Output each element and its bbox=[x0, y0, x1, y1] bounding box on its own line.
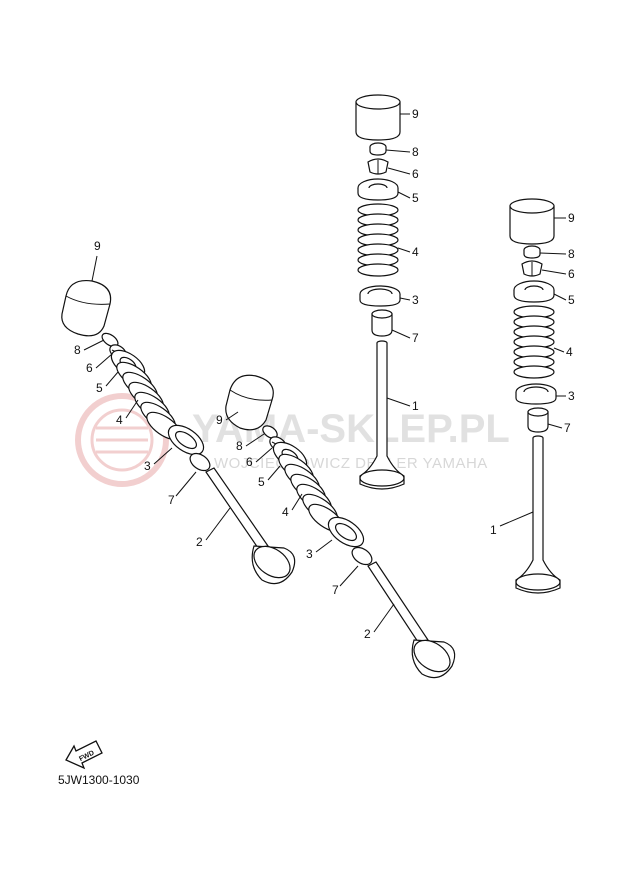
callout-number: 3 bbox=[412, 293, 419, 307]
callout-number: 8 bbox=[74, 343, 81, 357]
valve-stem-seal bbox=[351, 546, 373, 566]
valve-spring-retainer bbox=[513, 280, 555, 303]
valve-spring bbox=[116, 361, 182, 441]
callout-number: 7 bbox=[332, 583, 339, 597]
valve-spring bbox=[513, 305, 555, 379]
callout-number: 5 bbox=[96, 381, 103, 395]
callout-number: 9 bbox=[216, 413, 223, 427]
valve-cotter bbox=[521, 260, 543, 277]
valve-lifter bbox=[225, 374, 274, 431]
valve-shim bbox=[523, 245, 541, 259]
valve-spring-seat bbox=[167, 424, 205, 456]
valve-spring-seat bbox=[327, 516, 365, 548]
callout-number: 7 bbox=[168, 493, 175, 507]
valve-spring-seat bbox=[515, 383, 557, 405]
exhaust-valve bbox=[515, 435, 561, 594]
valve-lifter bbox=[61, 279, 112, 337]
assembly-intake-middle: 9 8 6 5 4 3 7 2 bbox=[216, 374, 456, 679]
watermark-subtitle: WOJCIECHOWICZ DEALER YAMAHA bbox=[214, 455, 488, 472]
callout-number: 6 bbox=[568, 267, 575, 281]
valve-lifter bbox=[355, 94, 401, 141]
callout-number: 4 bbox=[566, 345, 573, 359]
valve-spring-seat bbox=[359, 285, 401, 307]
callout-number: 6 bbox=[86, 361, 93, 375]
callout-number: 5 bbox=[258, 475, 265, 489]
assembly-exhaust-top: 9 8 6 5 4 3 7 1 bbox=[355, 94, 419, 490]
exhaust-valve bbox=[359, 340, 405, 490]
callout-number: 4 bbox=[282, 505, 289, 519]
callout-number: 2 bbox=[196, 535, 203, 549]
callout-number: 1 bbox=[490, 523, 497, 537]
callout-number: 8 bbox=[236, 439, 243, 453]
callout-number: 1 bbox=[412, 399, 419, 413]
watermark-logo bbox=[75, 393, 169, 487]
callout-number: 9 bbox=[94, 239, 101, 253]
callout-number: 5 bbox=[412, 191, 419, 205]
fwd-arrow-icon: FWD bbox=[65, 740, 103, 770]
callout-number: 7 bbox=[412, 331, 419, 345]
callout-number: 8 bbox=[412, 145, 419, 159]
callout-number: 2 bbox=[364, 627, 371, 641]
callout-number: 3 bbox=[306, 547, 313, 561]
callout-number: 9 bbox=[412, 107, 419, 121]
callout-number: 7 bbox=[564, 421, 571, 435]
intake-valve bbox=[367, 561, 456, 679]
valve-lifter bbox=[509, 198, 555, 245]
callout-number: 5 bbox=[568, 293, 575, 307]
callout-number: 8 bbox=[568, 247, 575, 261]
callout-number: 4 bbox=[412, 245, 419, 259]
assembly-exhaust-right: 9 8 6 5 4 3 7 1 bbox=[490, 198, 575, 594]
callout-number: 4 bbox=[116, 413, 123, 427]
callout-number: 3 bbox=[568, 389, 575, 403]
diagram-code: 5JW1300-1030 bbox=[58, 773, 140, 787]
callout-number: 3 bbox=[144, 459, 151, 473]
callout-number: 6 bbox=[246, 455, 253, 469]
callout-number: 6 bbox=[412, 167, 419, 181]
callout-number: 9 bbox=[568, 211, 575, 225]
valve-shim bbox=[369, 142, 387, 156]
valve-stem-seal bbox=[527, 407, 549, 433]
valve-spring-retainer bbox=[357, 178, 399, 201]
assembly-intake-left: 9 8 6 5 4 3 7 2 bbox=[61, 239, 296, 585]
valve-spring bbox=[357, 203, 399, 277]
valve-stem-seal bbox=[371, 309, 393, 337]
intake-valve bbox=[205, 467, 296, 585]
valve-stem-seal bbox=[189, 452, 211, 472]
valve-cotter bbox=[367, 158, 389, 175]
